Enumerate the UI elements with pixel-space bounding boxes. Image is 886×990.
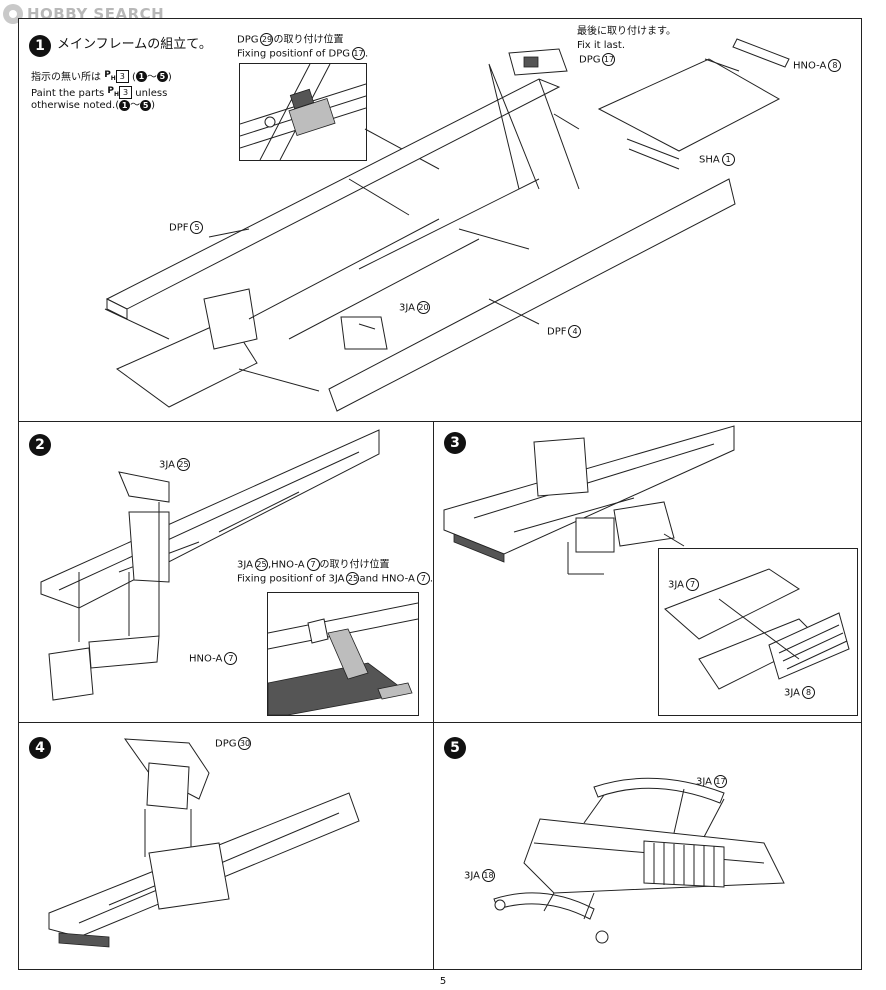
step3-frame-drawing	[443, 425, 735, 575]
step2-inset-drawing	[268, 602, 418, 715]
step1-frame-drawing	[104, 38, 790, 412]
step5-frame-drawing	[493, 777, 785, 944]
step3-inset-drawing	[664, 568, 850, 690]
page-number: 5	[439, 976, 447, 987]
step2-number: 2	[29, 434, 51, 456]
step1-inset-diagram	[239, 63, 367, 161]
step1-last-jp: 最後に取り付けます。	[577, 26, 676, 37]
ph-paint-icon: PH	[104, 70, 116, 82]
step1-title: メインフレームの組立て。	[57, 37, 212, 52]
step1-number: 1	[29, 35, 51, 57]
step4-frame-drawing	[48, 738, 360, 948]
step1-last-en: Fix it last.	[577, 40, 625, 51]
step3-number: 3	[444, 432, 466, 454]
ph-paint-icon: PH	[107, 86, 120, 98]
step4-number: 4	[29, 737, 51, 759]
step2-frame-drawing	[40, 429, 380, 701]
inset-frame-drawing	[240, 64, 366, 160]
step2-inset-diagram	[267, 592, 419, 716]
step1-note-en-2: otherwise noted.(1～5)	[31, 99, 156, 111]
step3-inset-diagram	[658, 548, 858, 716]
step5-number: 5	[444, 737, 466, 759]
